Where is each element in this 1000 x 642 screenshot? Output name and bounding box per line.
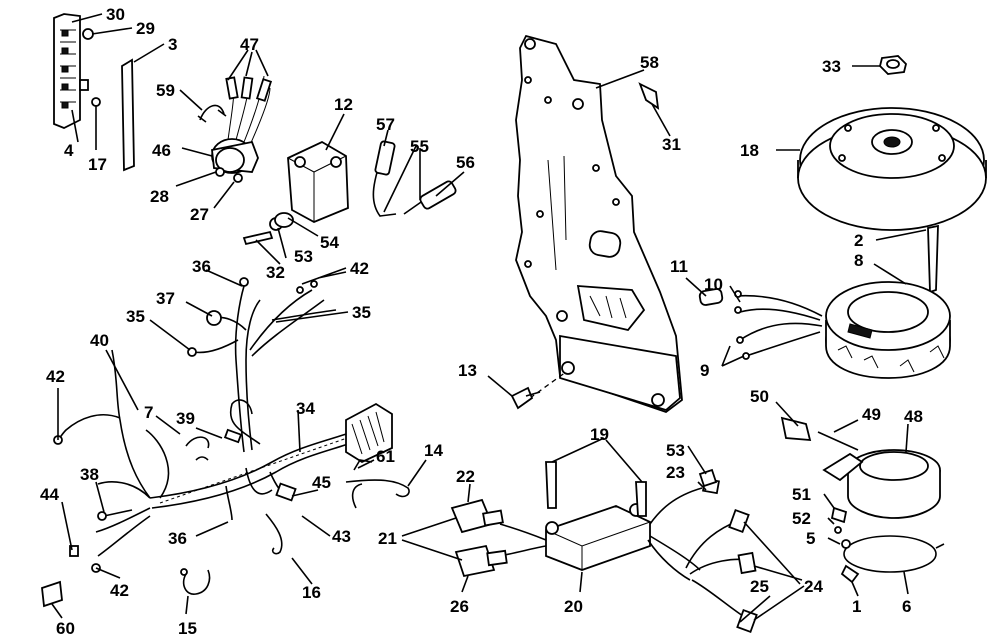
throttle-cam-sensor [780, 416, 859, 451]
callout-47: 47 [240, 35, 259, 54]
wiring-harness [53, 277, 393, 573]
callout-45: 45 [312, 473, 331, 492]
callout-1: 1 [852, 597, 861, 616]
callout-5: 5 [806, 529, 815, 548]
wire-clip [197, 104, 227, 123]
callout-50: 50 [750, 387, 769, 406]
small-hardware [830, 506, 860, 584]
stator [825, 281, 951, 379]
nut [879, 55, 907, 75]
stator-leads [698, 288, 823, 360]
clip-31 [638, 82, 660, 110]
callout-3: 3 [168, 35, 177, 54]
callout-59: 59 [156, 81, 175, 100]
callout-30: 30 [106, 5, 125, 24]
harness-clamp [185, 436, 210, 461]
callout-25: 25 [750, 577, 769, 596]
terminal-screw [79, 28, 101, 107]
callout-7: 7 [144, 403, 153, 422]
callout-58: 58 [640, 53, 659, 72]
retaining-ring [843, 535, 945, 573]
callout-54: 54 [320, 233, 339, 252]
callout-17: 17 [88, 155, 107, 174]
callout-28: 28 [150, 187, 169, 206]
callout-36-top: 36 [192, 257, 211, 276]
callout-57: 57 [376, 115, 395, 134]
callout-15: 15 [178, 619, 197, 638]
callout-16: 16 [302, 583, 321, 602]
plug-leads [450, 487, 758, 634]
callout-31: 31 [662, 135, 681, 154]
callout-24: 24 [804, 577, 823, 596]
callout-42-left: 42 [46, 367, 65, 386]
wire-clamp-23 [698, 468, 718, 488]
callout-labels: 30 29 3 47 59 12 57 55 56 4 17 46 28 27 … [40, 5, 923, 638]
callout-44: 44 [40, 485, 59, 504]
terminal-block [53, 13, 81, 129]
callout-36-bottom: 36 [168, 529, 187, 548]
callout-9: 9 [700, 361, 709, 380]
stator-screw [927, 224, 939, 294]
bracket-60 [41, 580, 63, 608]
callout-13: 13 [458, 361, 477, 380]
callout-39: 39 [176, 409, 195, 428]
callout-26: 26 [450, 597, 469, 616]
callout-51: 51 [792, 485, 811, 504]
callout-60: 60 [56, 619, 75, 638]
flywheel [797, 107, 987, 231]
callout-61: 61 [376, 447, 395, 466]
callout-27: 27 [190, 205, 209, 224]
callout-2: 2 [854, 231, 863, 250]
ignition-coil [287, 140, 349, 223]
callout-21: 21 [378, 529, 397, 548]
callout-56: 56 [456, 153, 475, 172]
callout-35-left: 35 [126, 307, 145, 326]
callout-23: 23 [666, 463, 685, 482]
callout-10: 10 [704, 275, 723, 294]
mounting-bolt [510, 371, 567, 410]
solenoid [211, 75, 273, 183]
callout-42-top: 42 [350, 259, 369, 278]
callout-38: 38 [80, 465, 99, 484]
callout-33: 33 [822, 57, 841, 76]
callout-40: 40 [90, 331, 109, 350]
callout-55: 55 [410, 137, 429, 156]
leader-lines [51, 13, 927, 623]
cable-tie [180, 568, 211, 595]
callout-22: 22 [456, 467, 475, 486]
callout-42-bottom: 42 [110, 581, 129, 600]
callout-43: 43 [332, 527, 351, 546]
switch-box [545, 503, 651, 571]
callout-35-right: 35 [352, 303, 371, 322]
callout-4: 4 [64, 141, 74, 160]
callout-52: 52 [792, 509, 811, 528]
callout-53-top: 53 [294, 247, 313, 266]
coil-screw [242, 212, 294, 246]
insulator-strip [121, 58, 135, 172]
callout-12: 12 [334, 95, 353, 114]
callout-20: 20 [564, 597, 583, 616]
callout-48: 48 [904, 407, 923, 426]
callout-32: 32 [266, 263, 285, 282]
callout-53-right: 53 [666, 441, 685, 460]
callout-8: 8 [854, 251, 863, 270]
callout-29: 29 [136, 19, 155, 38]
wire-retainer [265, 459, 410, 555]
callout-34: 34 [296, 399, 315, 418]
callout-11: 11 [670, 257, 688, 276]
callout-18: 18 [740, 141, 759, 160]
callout-46: 46 [152, 141, 171, 160]
callout-49: 49 [862, 405, 881, 424]
callout-6: 6 [902, 597, 911, 616]
callout-19: 19 [590, 425, 609, 444]
callout-14: 14 [424, 441, 443, 460]
callout-37: 37 [156, 289, 175, 308]
mounting-plate [515, 34, 683, 414]
timer-base [822, 449, 941, 519]
